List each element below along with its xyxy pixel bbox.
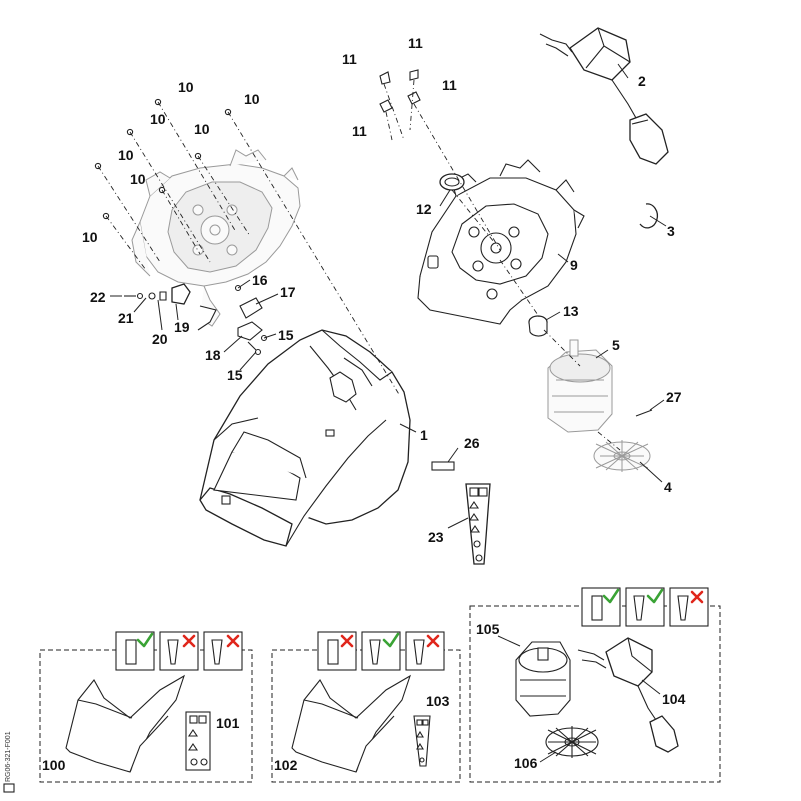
- callout-21: 21: [118, 310, 134, 326]
- check-icon: [602, 588, 620, 604]
- callout-102: 102: [274, 757, 298, 773]
- label-part-26: [431, 461, 455, 471]
- kit-box-102-103: 102 103: [271, 631, 461, 783]
- kit-box-100-101: 100 101: [39, 631, 253, 783]
- discharge-shroud-part-1: [199, 329, 411, 547]
- callout-11c: 11: [442, 77, 457, 93]
- callout-labels: 1 2 3 4 5 9 12 13 15 15 16 17 18 19 20 2…: [82, 35, 682, 545]
- callout-10e: 10: [118, 147, 134, 163]
- callout-13: 13: [563, 303, 579, 319]
- warning-label-part-23: [465, 483, 491, 565]
- bushing-part-13: [528, 315, 548, 337]
- callout-22: 22: [90, 289, 106, 305]
- callout-10d: 10: [194, 121, 210, 137]
- motor-part-5: [547, 339, 613, 433]
- cross-icon: [690, 590, 704, 604]
- callout-104: 104: [662, 691, 686, 707]
- callout-103: 103: [426, 693, 450, 709]
- check-icon: [136, 632, 154, 648]
- callout-105: 105: [476, 621, 500, 637]
- callout-10b: 10: [244, 91, 260, 107]
- rotor-housing-part-9: [417, 159, 585, 325]
- callout-10c: 10: [150, 111, 166, 127]
- callout-10g: 10: [82, 229, 98, 245]
- callout-10a: 10: [178, 79, 194, 95]
- kit-box-104-106: 104 105 106: [469, 587, 721, 783]
- drawing-code: RG06-321-F001: [5, 731, 12, 782]
- callout-1: 1: [420, 427, 428, 443]
- callout-18: 18: [205, 347, 221, 363]
- callout-11b: 11: [408, 35, 423, 51]
- callout-2: 2: [638, 73, 646, 89]
- impeller-part-4: [593, 440, 651, 472]
- callout-10f: 10: [130, 171, 146, 187]
- callout-11a: 11: [342, 51, 357, 67]
- callout-100: 100: [42, 757, 66, 773]
- rotor-housing-left: [131, 149, 301, 327]
- leader-lines: [110, 63, 667, 529]
- check-icon: [382, 632, 400, 648]
- pin-part-27: [635, 409, 653, 417]
- callout-9: 9: [570, 257, 578, 273]
- callout-106: 106: [514, 755, 538, 771]
- callout-23: 23: [428, 529, 444, 545]
- callout-15b: 15: [227, 367, 243, 383]
- callout-27: 27: [666, 389, 682, 405]
- cross-icon: [426, 634, 440, 648]
- check-icon: [646, 588, 664, 604]
- assembly-lines: [97, 79, 621, 451]
- callout-3: 3: [667, 223, 675, 239]
- callout-26: 26: [464, 435, 480, 451]
- fastener-parts-15-22: [124, 283, 268, 356]
- callout-19: 19: [174, 319, 190, 335]
- cable-switch-part-2: [539, 27, 669, 165]
- callout-4: 4: [664, 479, 672, 495]
- circlip-part-3: [639, 203, 658, 229]
- callout-16: 16: [252, 272, 268, 288]
- callout-20: 20: [152, 331, 168, 347]
- callout-101: 101: [216, 715, 240, 731]
- cross-icon: [340, 634, 354, 648]
- cross-icon: [182, 634, 196, 648]
- callout-17: 17: [280, 284, 296, 300]
- callout-5: 5: [612, 337, 620, 353]
- callout-11d: 11: [352, 123, 367, 139]
- cross-icon: [226, 634, 240, 648]
- callout-12: 12: [416, 201, 432, 217]
- screws-part-11: [379, 69, 421, 113]
- callout-15a: 15: [278, 327, 294, 343]
